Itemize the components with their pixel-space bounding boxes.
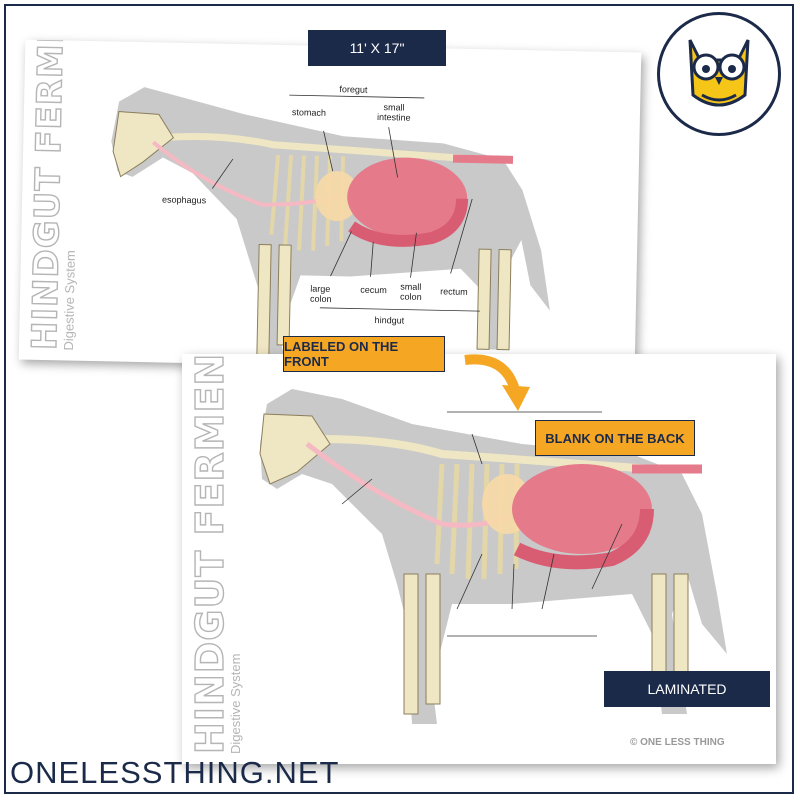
skull (112, 111, 175, 178)
front-horse-illustration (111, 87, 550, 356)
page-frame (4, 4, 794, 794)
large-colon (348, 198, 469, 247)
owl-logo (657, 12, 781, 136)
intestines (347, 157, 468, 238)
esophagus (152, 140, 343, 207)
label-large-colon: large colon (309, 283, 332, 305)
website-url[interactable]: ONELESSTHING.NET (10, 755, 340, 790)
curved-arrow-icon (464, 354, 530, 411)
skull (259, 413, 331, 485)
intestines (512, 464, 652, 554)
owl-icon (688, 39, 750, 107)
front-card: HINDGUT FERMENTER Digestive System (18, 39, 642, 373)
label-hindgut: hindgut (374, 314, 405, 326)
callout-blank-back: BLANK ON THE BACK (535, 420, 695, 456)
spine (321, 435, 653, 473)
small-colon (452, 154, 514, 164)
leg-bones (256, 244, 512, 356)
label-cecum: cecum (360, 284, 387, 296)
label-lines (212, 94, 480, 312)
large-colon (513, 508, 654, 570)
size-badge: 11' X 17" (308, 30, 446, 66)
label-stomach: stomach (291, 107, 327, 118)
stomach (315, 171, 360, 222)
laminated-badge: LAMINATED (604, 671, 770, 707)
label-small-colon: small colon (400, 281, 422, 302)
callout-labeled-front: LABELED ON THE FRONT (283, 336, 445, 372)
label-rectum: rectum (440, 286, 468, 297)
label-foregut: foregut (339, 84, 368, 95)
spine (163, 133, 474, 163)
copyright-mark: © ONE LESS THING (630, 737, 725, 748)
label-esophagus: esophagus (161, 194, 207, 206)
label-small-intestine: small intestine (377, 102, 411, 123)
back-horse-illustration (259, 389, 727, 724)
blank-label-lines (341, 411, 623, 637)
